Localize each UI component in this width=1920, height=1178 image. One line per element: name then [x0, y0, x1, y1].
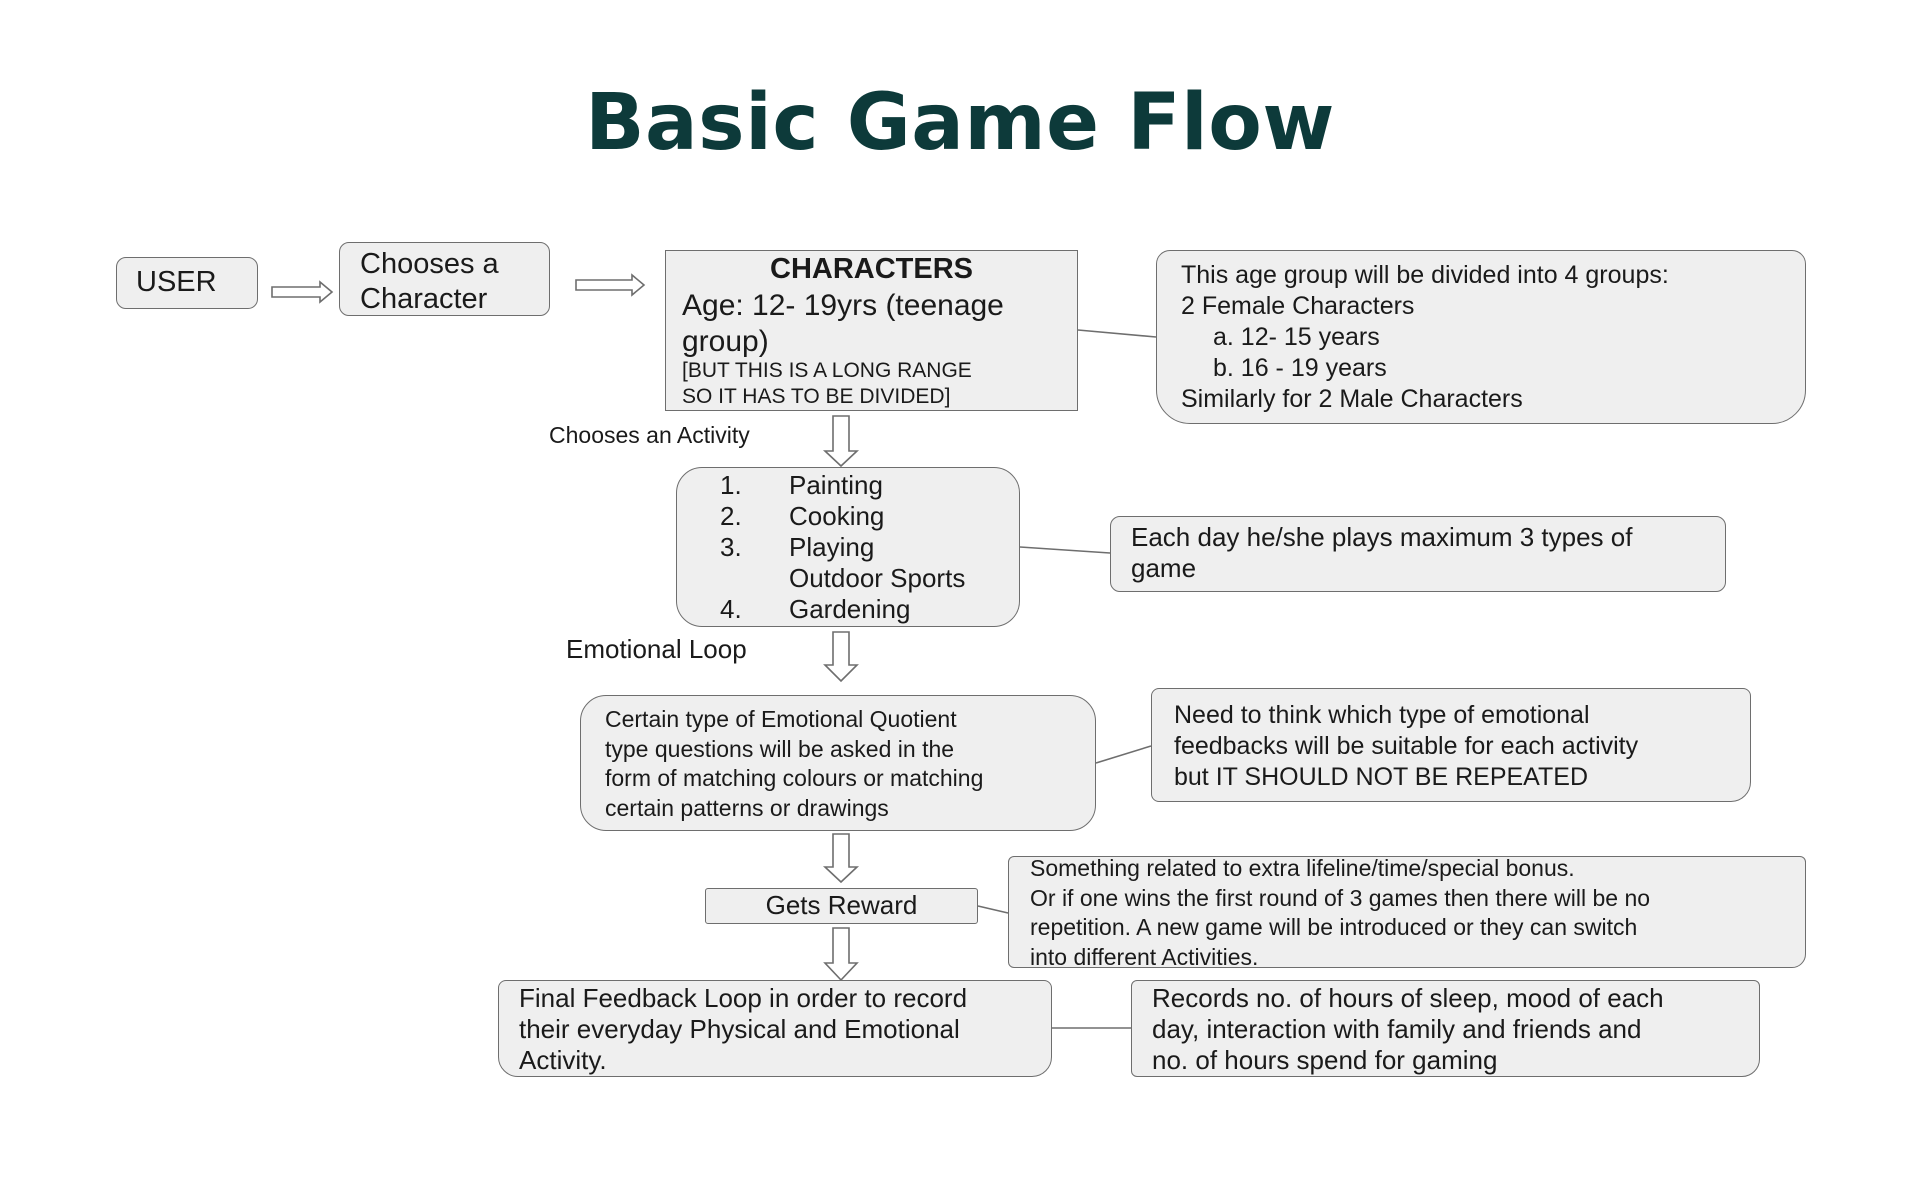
link-reward-note — [977, 905, 1009, 914]
user-label: USER — [136, 266, 217, 298]
arrow-characters-to-activities — [822, 415, 860, 468]
final-feedback-text: Final Feedback Loop in order to record t… — [519, 983, 968, 1075]
list-item: 3.Playing — [720, 532, 875, 562]
edge-label-emotional-loop: Emotional Loop — [566, 634, 747, 664]
link-eq-feedback — [1095, 745, 1152, 764]
reward-note-text: Something related to extra lifeline/time… — [1030, 855, 1651, 970]
arrow-reward-to-final — [823, 927, 859, 982]
emotional-feedback-text: Need to think which type of emotional fe… — [1174, 701, 1639, 791]
age-groups-text: This age group will be divided into 4 gr… — [1181, 261, 1669, 413]
link-activities-dailylimit — [1019, 546, 1111, 554]
edge-label-chooses-activity: Chooses an Activity — [549, 422, 750, 448]
characters-note: [BUT THIS IS A LONG RANGE SO IT HAS TO B… — [682, 359, 972, 408]
records-node — [1131, 980, 1760, 1077]
eq-questions-node — [580, 695, 1096, 831]
characters-heading: CHARACTERS — [770, 253, 973, 285]
list-item: 2.Cooking — [720, 501, 885, 531]
choose-character-node — [339, 242, 550, 316]
arrow-activities-to-eq — [823, 631, 859, 683]
reward-node — [705, 888, 978, 924]
emotional-feedback-node — [1151, 688, 1751, 802]
records-text: Records no. of hours of sleep, mood of e… — [1152, 983, 1664, 1075]
reward-note-node — [1008, 856, 1806, 968]
user-node — [116, 257, 258, 309]
activities-list: 1.Painting 2.Cooking 3.Playing Outdoor S… — [720, 470, 965, 625]
arrow-choose-to-characters — [575, 273, 646, 297]
activities-node — [676, 467, 1020, 627]
reward-label: Gets Reward — [765, 890, 918, 920]
link-characters-agegroups — [1077, 329, 1157, 338]
choose-character-label: Chooses a Character — [360, 248, 499, 315]
arrow-eq-to-reward — [822, 833, 860, 884]
daily-limit-text: Each day he/she plays maximum 3 types of… — [1131, 522, 1633, 583]
characters-age: Age: 12- 19yrs (teenage group) — [682, 289, 1004, 358]
arrow-user-to-choose — [271, 280, 334, 304]
age-groups-node — [1156, 250, 1806, 424]
list-item: Outdoor Sports — [789, 563, 966, 593]
list-item: 1.Painting — [720, 470, 883, 500]
eq-questions-text: Certain type of Emotional Quotient type … — [605, 706, 984, 821]
characters-node — [665, 250, 1078, 411]
daily-limit-node — [1110, 516, 1726, 592]
final-feedback-node — [498, 980, 1052, 1077]
list-item: 4.Gardening — [720, 594, 911, 624]
page-title: Basic Game Flow — [585, 78, 1335, 168]
